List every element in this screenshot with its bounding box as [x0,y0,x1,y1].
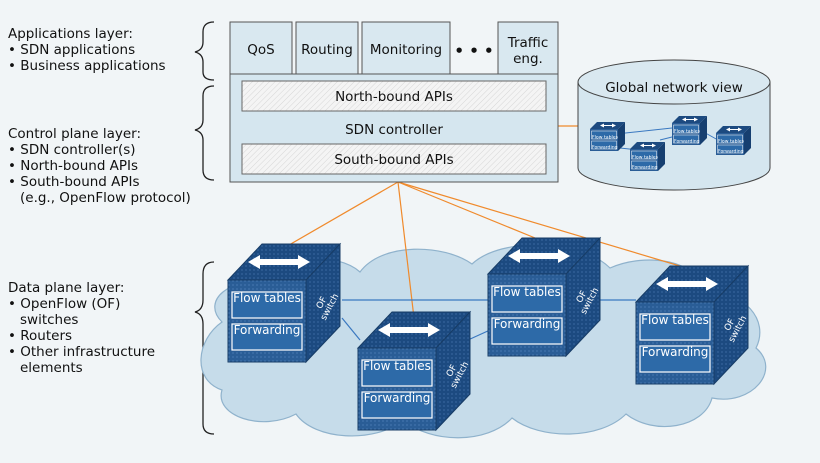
sdn-controller-label: SDN controller [345,122,443,138]
flow-tables-label: Flow tables [641,313,709,327]
mini-network: Flow tables Forwarding Flow tables Forwa… [589,115,752,172]
forwarding-label: Forwarding [494,317,561,331]
flow-tables-label: Flow tables [233,291,301,305]
more-apps-ellipsis: • • • [454,42,493,60]
south-bound-apis-box [241,143,547,175]
mini-fwd-label: Forwarding [632,165,658,171]
mini-fwd-label: Forwarding [674,139,700,145]
north-bound-apis-label: North-bound APIs [335,89,453,105]
control-plane-layer-label: Control plane layer: • SDN controller(s)… [8,126,191,206]
mini-flow-label: Flow tables [632,155,659,161]
control-layer-item: (e.g., OpenFlow protocol) [20,190,191,206]
forwarding-label: Forwarding [364,391,431,405]
data-plane-cloud [200,244,767,439]
control-layer-title: Control plane layer: [8,126,141,142]
data-layer-item: elements [20,360,83,376]
applications-layer-item: • SDN applications [8,42,135,58]
sdn-controller: North-bound APIs SDN controller South-bo… [229,73,559,183]
mini-flow-label: Flow tables [718,139,745,145]
traffic-eng-app-label-line2: eng. [513,51,543,67]
applications-row: QoS Routing Monitoring • • • Traffic eng… [229,21,559,75]
of-switch: Flow tables Forwarding OF switch [227,243,341,363]
traffic-eng-app-box [497,21,559,75]
data-layer-item: • Other infrastructure [8,344,155,360]
qos-app-box [229,21,293,75]
applications-layer-item: • Business applications [8,58,166,74]
switch-links [341,299,636,341]
applications-layer-label: Applications layer: • SDN applications •… [8,26,166,74]
forwarding-label: Forwarding [234,323,301,337]
control-layer-item: • South-bound APIs [8,174,140,190]
mini-flow-label: Flow tables [674,129,701,135]
monitoring-app-label: Monitoring [370,42,442,58]
qos-app-label: QoS [247,42,274,58]
of-switch: Flow tables Forwarding OF switch [357,311,471,431]
routing-app-box [295,21,359,75]
routing-app-label: Routing [301,42,353,58]
data-layer-item: • Routers [8,328,72,344]
south-bound-apis-label: South-bound APIs [334,152,453,168]
forwarding-label: Forwarding [642,345,709,359]
layer-braces [194,21,215,435]
monitoring-app-box [361,21,451,75]
applications-layer-title: Applications layer: [8,26,133,42]
mini-flow-label: Flow tables [592,135,619,141]
flow-tables-label: Flow tables [363,359,431,373]
mini-fwd-label: Forwarding [592,145,618,151]
global-network-view: Global network view Flow tables Forwardi… [577,59,771,191]
of-switch: Flow tables Forwarding OF switch [487,237,601,357]
flow-tables-label: Flow tables [493,285,561,299]
global-network-view-title: Global network view [605,80,743,96]
control-layer-item: • North-bound APIs [8,158,138,174]
mini-fwd-label: Forwarding [718,149,744,155]
north-bound-apis-box [241,80,547,112]
data-layer-item: • OpenFlow (OF) [8,296,120,312]
of-switch: Flow tables Forwarding OF switch [635,265,749,385]
control-layer-item: • SDN controller(s) [8,142,136,158]
data-layer-title: Data plane layer: [8,280,124,296]
traffic-eng-app-label-line1: Traffic [507,35,549,51]
data-layer-item: switches [20,312,78,328]
data-plane-layer-label: Data plane layer: • OpenFlow (OF) switch… [8,280,155,376]
